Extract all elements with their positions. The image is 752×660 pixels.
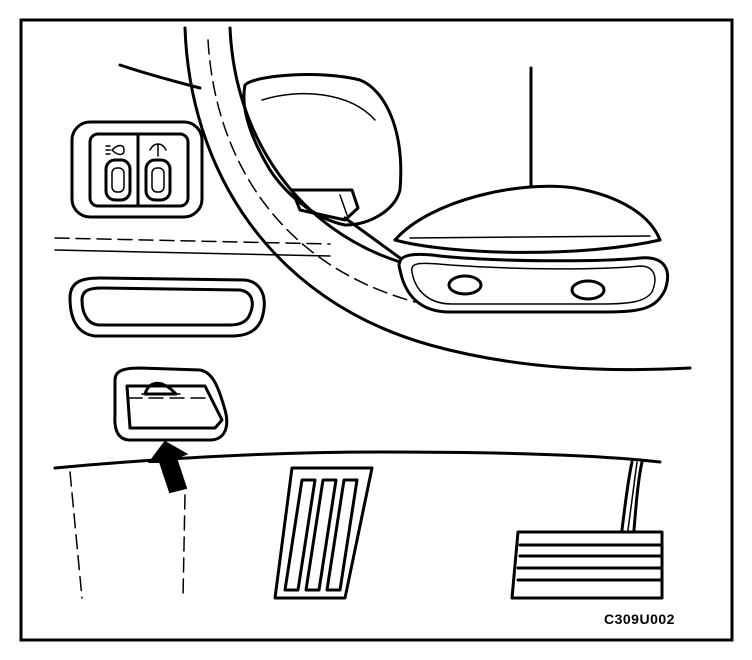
figure-code-label: C309U002 [604,611,675,627]
brake-pedal-pad [510,530,664,600]
hub-oval-right [570,279,606,301]
column-lever [290,188,360,222]
horn-pad [393,184,662,242]
accelerator-pedal [273,466,374,600]
thumbwheel-right-inner [151,167,165,193]
lower-dash-line [53,450,662,470]
hood-release-bezel [113,366,229,442]
steering-wheel-spoke [242,73,403,227]
thumbwheel-left[interactable] [104,158,132,202]
hood-release-handle[interactable] [125,384,224,430]
brake-pedal-arm-right [632,460,644,532]
dash-trim-line-2 [54,249,331,257]
brake-pedal-arm-mid [627,461,638,531]
thumbwheel-right[interactable] [144,158,172,202]
thumbwheel-left-inner [111,167,125,193]
figure-frame [19,18,734,642]
hub-plate-inner [411,262,656,305]
arrow-up-icon [148,440,189,494]
dash-trim-line [54,237,331,245]
oval-vent-outer [68,276,266,338]
oval-vent-inner [80,286,254,327]
steering-wheel-inner-rim [228,26,402,264]
hub-oval-left [447,274,483,296]
hub-plate-outer [397,252,670,314]
kick-panel-dash-left [69,471,83,599]
wiper-icon [149,143,167,157]
switch-panel-bezel [70,120,204,219]
horn-pad-hatch [409,235,651,239]
kick-panel-dash-center [182,494,186,599]
steering-wheel-outer-rim [183,26,692,372]
headlamp-leveling-icon [105,144,125,156]
brake-pedal-arm-left [620,460,634,532]
column-lever-shaft [343,216,402,260]
hood-release-car-icon [141,381,181,396]
column-lever-tip [339,194,348,216]
horn-pad-lower [393,238,662,254]
steering-wheel-rim-dash [207,39,416,303]
steering-wheel-spoke-inner [261,92,376,121]
